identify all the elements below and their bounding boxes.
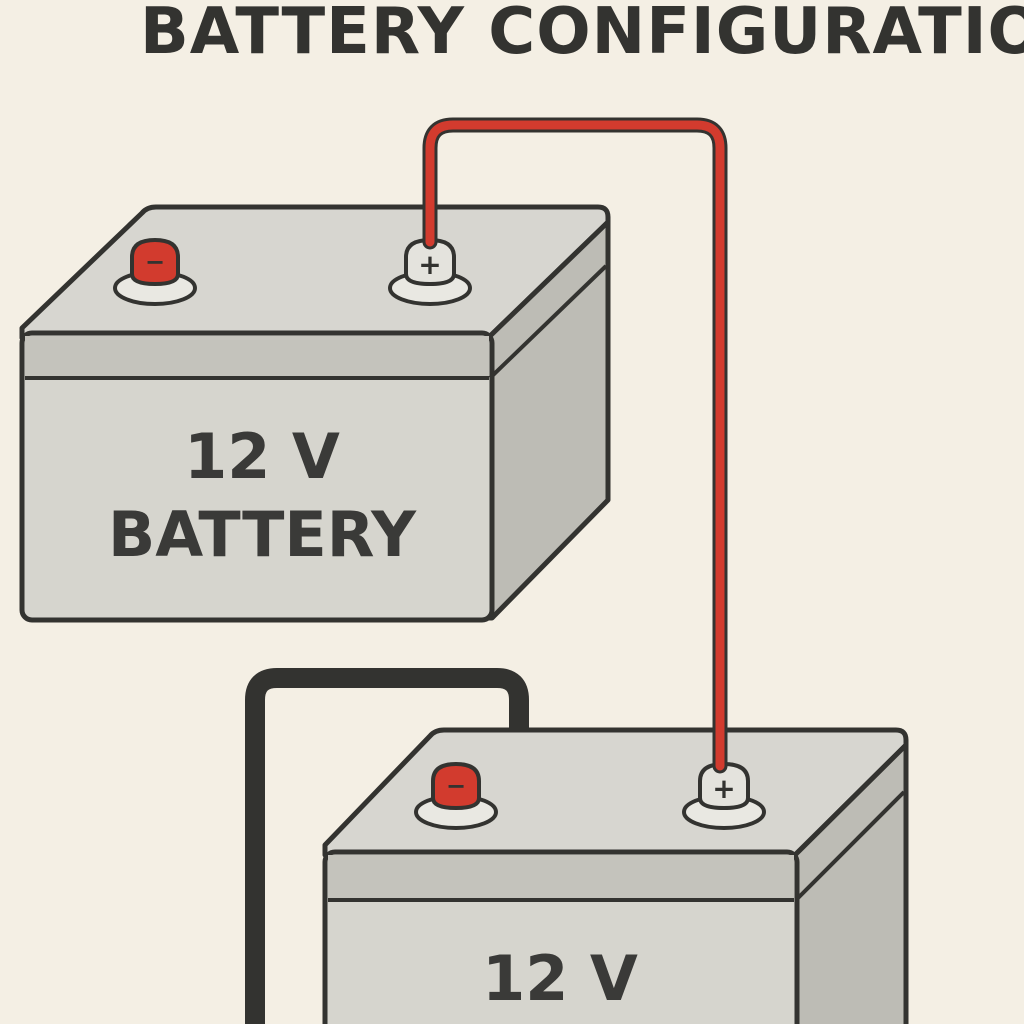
battery-2-negative-symbol: − [446, 772, 466, 800]
battery-2-positive-symbol: + [712, 772, 735, 805]
battery-2-negative-terminal: − [414, 761, 498, 830]
negative-jumper-wire [245, 668, 529, 1024]
battery-2-band [328, 855, 794, 899]
battery-1-type-label: BATTERY [108, 498, 417, 571]
battery-1-front-face [19, 330, 495, 623]
battery-1: − + 12 V BATTERY [19, 204, 611, 623]
battery-1-band [25, 336, 489, 378]
battery-2: − + 12 V [322, 727, 909, 1024]
battery-2-voltage-label: 12 V [482, 942, 638, 1015]
diagram-title: BATTERY CONFIGURATIO [140, 0, 1024, 69]
battery-1-positive-terminal: + [388, 237, 472, 306]
battery-1-top-face [19, 204, 611, 341]
battery-1-positive-symbol: + [418, 248, 441, 281]
battery-1-negative-terminal: − [113, 237, 197, 306]
battery-1-negative-symbol: − [145, 248, 165, 276]
battery-1-voltage-label: 12 V [184, 420, 340, 493]
